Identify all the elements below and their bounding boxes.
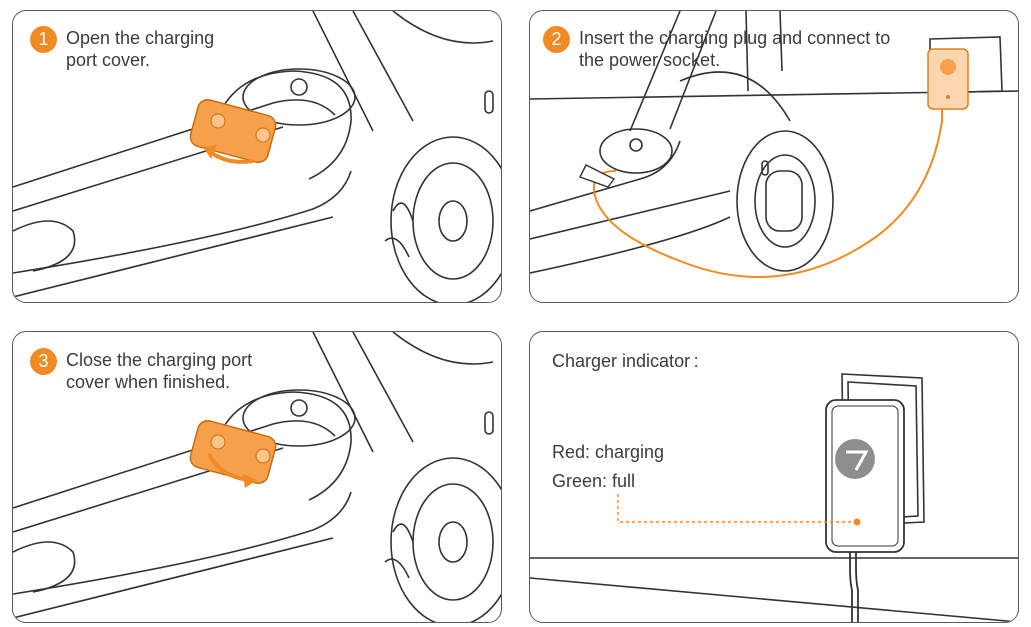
indicator-light bbox=[853, 518, 861, 526]
step-1-text-line2: port cover. bbox=[66, 50, 151, 70]
step-number-badge: 1 bbox=[30, 26, 57, 53]
step-2-text-line1: Insert the charging plug and connect to bbox=[579, 28, 891, 48]
charging-port-cover-icon bbox=[189, 98, 277, 164]
scooter-illustration bbox=[530, 11, 1018, 278]
step-1-text-line1: Open the charging bbox=[66, 28, 215, 48]
step-3-text-line1: Close the charging port bbox=[66, 350, 253, 370]
step-2-instruction: 2 Insert the charging plug and connect t… bbox=[543, 26, 890, 71]
step-3-instruction: 3 Close the charging port cover when fin… bbox=[30, 348, 252, 393]
brand-logo-icon bbox=[835, 439, 875, 479]
charger-indicator-panel: Charger indicator : Red: charging Green:… bbox=[529, 331, 1019, 623]
step-1-instruction: 1 Open the charging port cover. bbox=[30, 26, 214, 71]
step-1-panel: 1 Open the charging port cover. bbox=[12, 10, 502, 303]
indicator-red-label: Red: charging bbox=[552, 442, 665, 462]
step-3-text-line2: cover when finished. bbox=[66, 372, 231, 392]
scooter-illustration bbox=[13, 332, 501, 622]
indicator-green-label: Green: full bbox=[552, 471, 636, 491]
scooter-illustration bbox=[13, 11, 501, 302]
step-number-badge: 3 bbox=[30, 348, 57, 375]
charger-adapter-icon bbox=[825, 399, 905, 553]
charger-indicator-title: Charger indicator : bbox=[552, 351, 699, 371]
charger-adapter-icon bbox=[927, 48, 969, 110]
step-2-text-line2: the power socket. bbox=[579, 50, 721, 70]
step-number-badge: 2 bbox=[543, 26, 570, 53]
step-2-panel: 2 Insert the charging plug and connect t… bbox=[529, 10, 1019, 303]
step-3-panel: 3 Close the charging port cover when fin… bbox=[12, 331, 502, 623]
indicator-leader-line bbox=[617, 494, 853, 523]
